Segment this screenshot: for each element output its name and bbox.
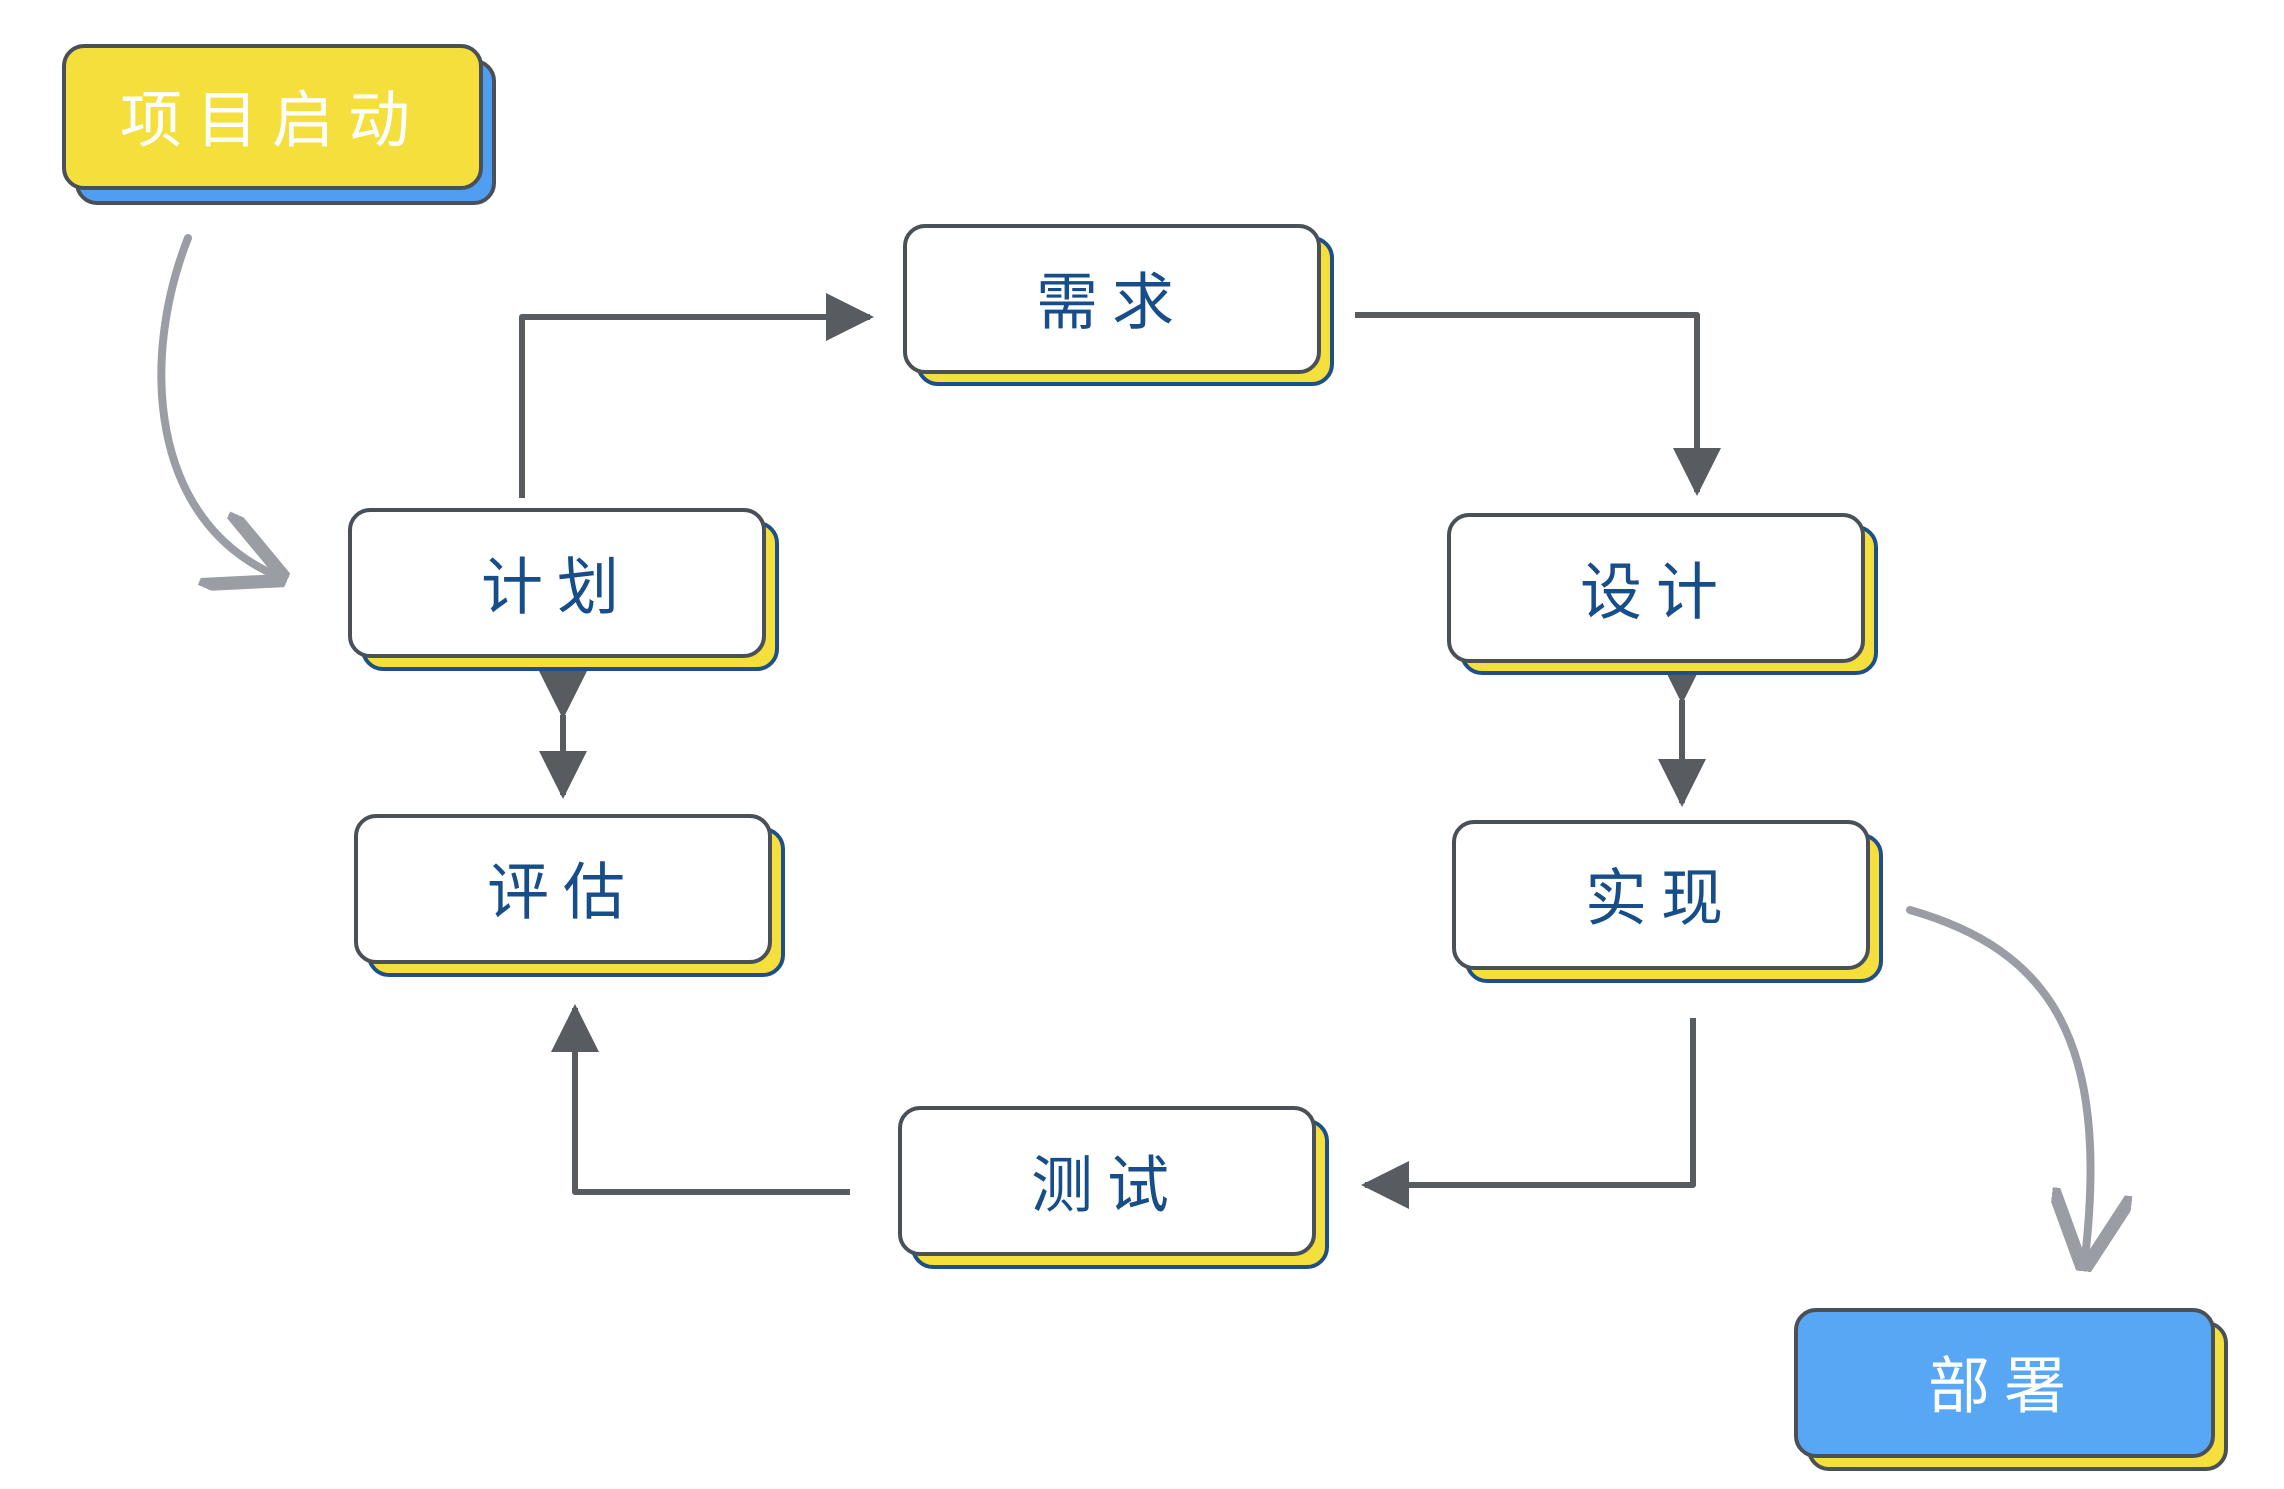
connectors [157, 234, 2091, 1258]
node-requirements-label: 需求 [1036, 266, 1188, 339]
arrow-testing-to-evaluation [551, 1004, 850, 1195]
curve-implementation-to-deploy [1906, 906, 2091, 1258]
node-start[interactable]: 项目启动 [62, 44, 496, 205]
node-planning[interactable]: 计划 [348, 508, 779, 671]
arrow-plan-to-requirements [519, 293, 874, 498]
node-evaluation[interactable]: 评估 [354, 814, 785, 977]
curve-start-to-plan [157, 234, 275, 575]
node-testing-box [898, 1106, 1316, 1256]
node-evaluation-box [354, 814, 772, 964]
node-deploy-box [1794, 1308, 2215, 1458]
node-design[interactable]: 设计 [1447, 513, 1878, 675]
node-implementation[interactable]: 实现 [1452, 820, 1883, 983]
node-start-box [62, 44, 483, 190]
node-planning-label: 计划 [481, 551, 633, 624]
node-requirements-box [903, 224, 1321, 374]
node-implementation-label: 实现 [1585, 862, 1737, 935]
node-deploy[interactable]: 部署 [1794, 1308, 2228, 1471]
node-requirements[interactable]: 需求 [903, 224, 1334, 386]
node-deploy-label: 部署 [1928, 1350, 2080, 1423]
node-evaluation-label: 评估 [487, 856, 639, 929]
node-start-label: 项目启动 [120, 84, 424, 157]
node-implementation-box [1452, 820, 1870, 970]
arrow-implementation-to-testing [1361, 1018, 1696, 1209]
arrow-requirements-to-design [1355, 312, 1721, 496]
node-planning-box [348, 508, 766, 658]
node-design-box [1447, 513, 1865, 663]
node-testing[interactable]: 测试 [898, 1106, 1329, 1269]
node-testing-label: 测试 [1031, 1149, 1183, 1222]
node-design-label: 设计 [1580, 556, 1732, 629]
